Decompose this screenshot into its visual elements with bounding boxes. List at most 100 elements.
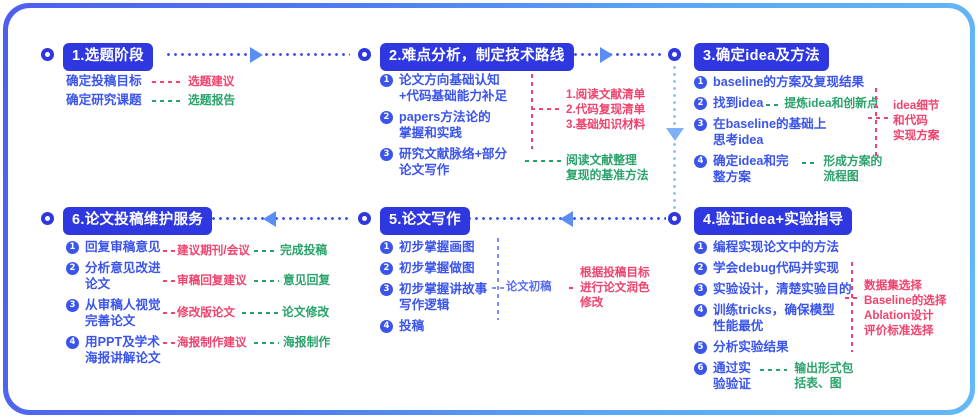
stage-6-item-2: 分析意见改进 论文 <box>85 261 161 291</box>
stage-4-row-3: 3 实验设计，清楚实验目的 <box>694 281 854 297</box>
stage-6-mid-1: 建议期刊/会议 <box>177 244 250 257</box>
stage-6-lead-b2 <box>254 280 279 282</box>
stage-5-note-1: 论文初稿 <box>506 281 552 293</box>
stage-5-badge[interactable]: 5.论文写作 <box>380 207 470 235</box>
stage-6-item-3: 从审稿人视觉 完善论文 <box>85 298 161 328</box>
stage-5-row-3: 3 初步掌握讲故事 写作逻辑 <box>380 281 505 313</box>
stage-6-row-1: 1 回复审稿意见 <box>66 239 176 255</box>
stage-2-badge[interactable]: 2.难点分析，制定技术路线 <box>380 43 574 71</box>
stage-1-lead-2 <box>152 100 184 102</box>
stage-4-lead-1 <box>845 297 861 299</box>
stage-5-row-2: 2 初步掌握做图 <box>380 260 505 276</box>
bullet-3: 3 <box>694 283 707 296</box>
stage-6-item-4: 用PPT及学术 海报讲解论文 <box>85 335 161 365</box>
stage-4-row-1: 1 编程实现论文中的方法 <box>694 239 854 255</box>
stage-2-note-1: 1.阅读文献清单 2.代码复现清单 3.基础知识材料 <box>566 88 646 131</box>
stage-6-row-4: 4 用PPT及学术 海报讲解论文 <box>66 334 176 366</box>
arrow-left-2 <box>560 211 573 227</box>
stage-6-mid-3: 修改版论文 <box>177 306 235 319</box>
stage-3-row-1: 1 baseline的方案及复现结果 <box>694 74 894 90</box>
stage-4-divider <box>851 262 853 352</box>
arrow-right-1 <box>250 47 263 63</box>
stage-6-row-2: 2 分析意见改进 论文 <box>66 260 176 292</box>
stage-1-item-2: 确定研究课题 <box>66 93 142 107</box>
stage-4-inline-note: 输出形式包括表、图 <box>794 361 854 390</box>
stage-2-note-2: 阅读文献整理 复现的基准方法 <box>566 153 649 182</box>
bullet-4: 4 <box>694 304 707 317</box>
stage-4-note-1: 数据集选择 Baseline的选择 Ablation设计 评价标准选择 <box>864 279 947 337</box>
stage-4-item-2: 学会debug代码并实现 <box>713 261 839 275</box>
stage-3-row-4: 4 确定idea和完整方案 形成方案的流程图 <box>694 153 894 185</box>
stage-2-row-2: 2 papers方法论的 掌握和实践 <box>380 109 550 141</box>
stage-6-lead-b4 <box>254 342 279 344</box>
node-stage-6 <box>41 212 54 225</box>
stage-3-lead-1 <box>868 117 888 119</box>
stage-2-row-1: 1 论文方向基础认知 +代码基础能力补足 <box>380 72 550 104</box>
stage-1-lead-1 <box>152 81 184 83</box>
stage-4-item-1: 编程实现论文中的方法 <box>713 240 839 254</box>
stage-1-badge[interactable]: 1.选题阶段 <box>63 43 153 71</box>
stage-6-mid-4: 海报制作建议 <box>177 336 247 349</box>
node-stage-1 <box>41 48 54 61</box>
stage-4-item-4: 训练tricks，确保模型 性能最优 <box>713 303 835 333</box>
bullet-1: 1 <box>66 241 79 254</box>
stage-6-lead-a4 <box>163 342 177 344</box>
bullet-3: 3 <box>380 283 393 296</box>
stage-5-row-4: 4 投稿 <box>380 318 505 334</box>
bullet-2: 2 <box>380 262 393 275</box>
stage-6-lead-a2 <box>163 280 177 282</box>
bullet-2: 2 <box>694 97 707 110</box>
stage-6-mid-2: 审稿回复建议 <box>177 274 247 287</box>
stage-6-lead-b1 <box>254 250 276 252</box>
stage-4-row-2: 2 学会debug代码并实现 <box>694 260 854 276</box>
stage-3-inline-note-2: 形成方案的流程图 <box>823 154 883 183</box>
stage-3-item-4: 确定idea和完整方案 <box>713 154 789 184</box>
stage-6-lead-a3 <box>163 312 177 314</box>
stage-3-badge[interactable]: 3.确定idea及方法 <box>694 43 829 71</box>
connector-2-to-3 <box>565 53 665 56</box>
bullet-3: 3 <box>66 299 79 312</box>
stage-4-item-3: 实验设计，清楚实验目的 <box>713 282 852 296</box>
stage-5-divider <box>497 238 499 320</box>
bullet-4: 4 <box>380 320 393 333</box>
arrow-right-2 <box>600 47 613 63</box>
stage-6-badge[interactable]: 6.论文投稿维护服务 <box>63 207 213 235</box>
node-stage-5-out <box>358 212 371 225</box>
stage-6-lead-b3 <box>242 312 278 314</box>
node-stage-4-in <box>668 212 681 225</box>
stage-5-note-2: 根据投稿目标 进行论文润色 修改 <box>580 266 650 309</box>
stage-3-lead-inline-1 <box>766 104 783 106</box>
node-stage-3-in <box>668 48 681 61</box>
stage-5-item-1: 初步掌握画图 <box>399 240 475 254</box>
stage-4-badge[interactable]: 4.验证idea+实验指导 <box>694 207 853 235</box>
bullet-1: 1 <box>694 76 707 89</box>
stage-5-item-4: 投稿 <box>399 319 425 333</box>
bullet-1: 1 <box>380 241 393 254</box>
bullet-4: 4 <box>66 336 79 349</box>
bullet-2: 2 <box>380 111 393 124</box>
stage-2-row-3: 3 研究文献脉络+部分 论文写作 <box>380 146 550 178</box>
stage-3-item-2: 找到idea <box>713 96 764 110</box>
stage-5-item-3: 初步掌握讲故事 写作逻辑 <box>399 282 488 312</box>
stage-6-out-3: 论文修改 <box>282 305 330 319</box>
stage-2-item-1: 论文方向基础认知 +代码基础能力补足 <box>399 73 508 103</box>
stage-1-item-1: 确定投稿目标 <box>66 74 142 88</box>
stage-2-divider <box>531 74 533 149</box>
node-stage-2-in <box>358 48 371 61</box>
stage-2-item-2: papers方法论的 掌握和实践 <box>399 110 491 140</box>
stage-1-panel: 确定投稿目标 确定研究课题 <box>66 72 142 110</box>
stage-6-item-1: 回复审稿意见 <box>85 240 161 254</box>
stage-5-panel: 1 初步掌握画图 2 初步掌握做图 3 初步掌握讲故事 写作逻辑 4 投稿 <box>380 239 505 339</box>
stage-3-note-1: idea细节 和代码 实现方案 <box>893 99 940 142</box>
bullet-4: 4 <box>694 155 707 168</box>
stage-4-item-6: 通过实验验证 <box>713 361 751 391</box>
stage-4-item-5: 分析实验结果 <box>713 340 789 354</box>
stage-6-out-4: 海报制作 <box>283 335 331 349</box>
bullet-2: 2 <box>694 262 707 275</box>
stage-3-divider <box>875 88 877 158</box>
stage-4-row-6: 6 通过实验验证 输出形式包括表、图 <box>694 360 854 392</box>
stage-5-lead-2 <box>569 287 577 289</box>
stage-6-out-2: 意见回复 <box>283 273 331 287</box>
